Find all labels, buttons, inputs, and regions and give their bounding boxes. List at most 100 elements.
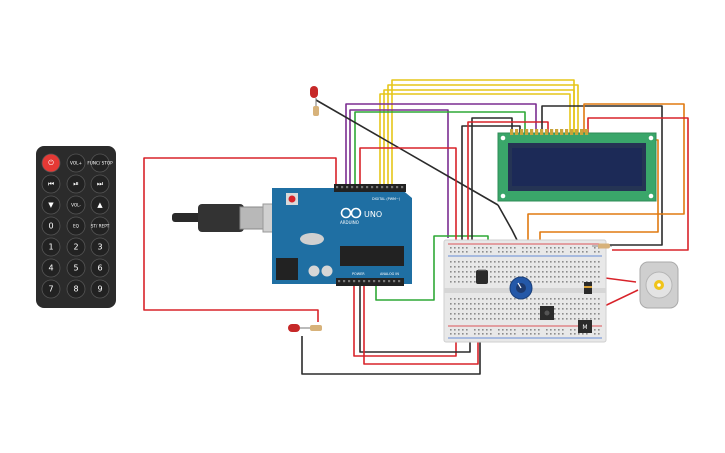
breadboard-hole[interactable] <box>522 271 524 273</box>
breadboard-hole[interactable] <box>462 313 464 315</box>
breadboard-hole[interactable] <box>594 313 596 315</box>
arduino-digital-pin[interactable] <box>396 186 399 189</box>
breadboard-hole[interactable] <box>450 333 452 335</box>
breadboard-hole[interactable] <box>566 303 568 305</box>
breadboard-hole[interactable] <box>482 251 484 253</box>
breadboard-hole[interactable] <box>498 318 500 320</box>
breadboard-hole[interactable] <box>558 333 560 335</box>
ir-receiver[interactable] <box>476 269 488 284</box>
arduino-digital-pin[interactable] <box>371 186 374 189</box>
breadboard-hole[interactable] <box>490 313 492 315</box>
breadboard-hole[interactable] <box>582 276 584 278</box>
breadboard-hole[interactable] <box>510 251 512 253</box>
breadboard-hole[interactable] <box>546 251 548 253</box>
breadboard-hole[interactable] <box>534 261 536 263</box>
breadboard-hole[interactable] <box>478 251 480 253</box>
arduino-analog-power-pin[interactable] <box>368 280 371 283</box>
breadboard-hole[interactable] <box>598 318 600 320</box>
breadboard-hole[interactable] <box>546 276 548 278</box>
breadboard-hole[interactable] <box>490 271 492 273</box>
breadboard-hole[interactable] <box>578 333 580 335</box>
breadboard-hole[interactable] <box>462 303 464 305</box>
breadboard-hole[interactable] <box>450 298 452 300</box>
breadboard-hole[interactable] <box>598 276 600 278</box>
breadboard-hole[interactable] <box>486 313 488 315</box>
breadboard-hole[interactable] <box>498 329 500 331</box>
breadboard-hole[interactable] <box>470 281 472 283</box>
breadboard-hole[interactable] <box>510 271 512 273</box>
breadboard-hole[interactable] <box>526 251 528 253</box>
remote-key[interactable]: ⏻ <box>41 153 61 173</box>
breadboard-hole[interactable] <box>454 261 456 263</box>
breadboard-hole[interactable] <box>510 281 512 283</box>
breadboard-hole[interactable] <box>562 281 564 283</box>
breadboard-hole[interactable] <box>514 313 516 315</box>
remote-key[interactable]: 4 <box>41 258 61 278</box>
breadboard-hole[interactable] <box>450 247 452 249</box>
breadboard-hole[interactable] <box>566 308 568 310</box>
breadboard-hole[interactable] <box>526 266 528 268</box>
breadboard-hole[interactable] <box>466 261 468 263</box>
breadboard-hole[interactable] <box>462 247 464 249</box>
breadboard-hole[interactable] <box>458 271 460 273</box>
breadboard-hole[interactable] <box>530 333 532 335</box>
arduino-digital-pin[interactable] <box>351 186 354 189</box>
breadboard-hole[interactable] <box>570 318 572 320</box>
breadboard-hole[interactable] <box>474 313 476 315</box>
breadboard-hole[interactable] <box>554 266 556 268</box>
breadboard-hole[interactable] <box>562 298 564 300</box>
breadboard-hole[interactable] <box>590 281 592 283</box>
breadboard-hole[interactable] <box>458 303 460 305</box>
breadboard-hole[interactable] <box>570 261 572 263</box>
breadboard-hole[interactable] <box>554 318 556 320</box>
breadboard-hole[interactable] <box>570 308 572 310</box>
breadboard-hole[interactable] <box>466 333 468 335</box>
breadboard-hole[interactable] <box>522 308 524 310</box>
lcd-pin[interactable] <box>525 129 529 135</box>
breadboard-hole[interactable] <box>458 281 460 283</box>
breadboard-hole[interactable] <box>514 271 516 273</box>
breadboard-hole[interactable] <box>510 261 512 263</box>
remote-key[interactable]: ▼ <box>41 195 61 215</box>
breadboard-hole[interactable] <box>558 266 560 268</box>
breadboard-hole[interactable] <box>554 261 556 263</box>
lcd-pin[interactable] <box>580 129 584 135</box>
breadboard-hole[interactable] <box>586 261 588 263</box>
breadboard-hole[interactable] <box>490 318 492 320</box>
breadboard-hole[interactable] <box>598 266 600 268</box>
remote-key[interactable]: ▲ <box>90 195 110 215</box>
remote-key[interactable]: 5 <box>66 258 86 278</box>
breadboard-hole[interactable] <box>554 329 556 331</box>
breadboard-hole[interactable] <box>562 313 564 315</box>
lcd-pin[interactable] <box>530 129 534 135</box>
breadboard-hole[interactable] <box>482 329 484 331</box>
breadboard-hole[interactable] <box>586 276 588 278</box>
breadboard-hole[interactable] <box>490 276 492 278</box>
breadboard-hole[interactable] <box>554 308 556 310</box>
breadboard-hole[interactable] <box>594 303 596 305</box>
breadboard-hole[interactable] <box>470 298 472 300</box>
breadboard-hole[interactable] <box>546 281 548 283</box>
breadboard-hole[interactable] <box>450 281 452 283</box>
breadboard-hole[interactable] <box>450 303 452 305</box>
sensor-chip[interactable] <box>540 306 554 320</box>
breadboard-hole[interactable] <box>466 276 468 278</box>
breadboard-hole[interactable] <box>538 261 540 263</box>
breadboard-hole[interactable] <box>558 329 560 331</box>
breadboard-hole[interactable] <box>474 266 476 268</box>
breadboard-hole[interactable] <box>534 298 536 300</box>
breadboard-hole[interactable] <box>458 318 460 320</box>
breadboard-hole[interactable] <box>454 281 456 283</box>
breadboard-hole[interactable] <box>586 251 588 253</box>
breadboard-hole[interactable] <box>498 276 500 278</box>
breadboard-hole[interactable] <box>490 266 492 268</box>
breadboard-hole[interactable] <box>590 266 592 268</box>
breadboard-hole[interactable] <box>554 251 556 253</box>
breadboard-hole[interactable] <box>586 308 588 310</box>
breadboard-hole[interactable] <box>574 247 576 249</box>
breadboard-hole[interactable] <box>574 313 576 315</box>
breadboard-hole[interactable] <box>486 266 488 268</box>
breadboard-hole[interactable] <box>518 318 520 320</box>
breadboard-hole[interactable] <box>514 276 516 278</box>
diode[interactable] <box>584 282 592 294</box>
